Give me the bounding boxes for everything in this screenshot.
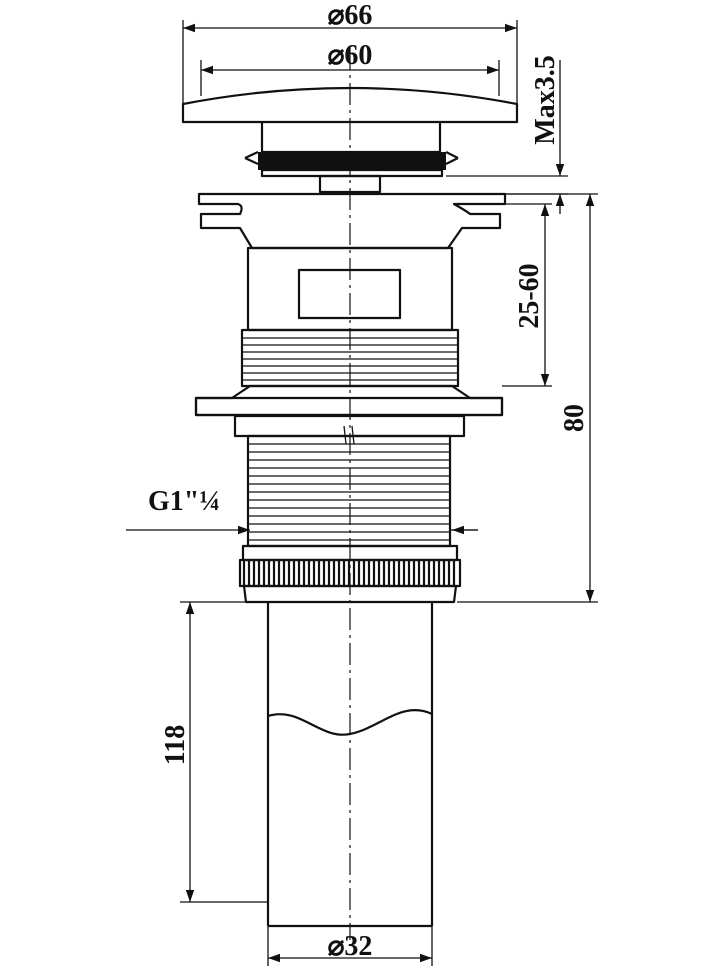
cap-button <box>181 86 519 124</box>
dim-max-3-5-label: Max3.5 <box>530 55 561 144</box>
dim-32: ⌀32 <box>267 926 433 966</box>
dim-66: ⌀66 <box>182 0 518 104</box>
thread-callout: G1"¼ <box>126 486 478 535</box>
dim-25-60-label: 25-60 <box>514 263 545 328</box>
cap-stem <box>260 122 442 154</box>
dim-60: ⌀60 <box>200 40 500 96</box>
dim-max-3-5: Max3.5 <box>446 55 568 214</box>
dim-66-label: ⌀66 <box>328 0 373 31</box>
thread-callout-label: G1"¼ <box>148 486 220 517</box>
dim-80: 80 <box>457 193 598 603</box>
dim-25-60: 25-60 <box>502 203 552 387</box>
dim-118: 118 <box>160 601 268 903</box>
seal-ring <box>244 151 459 178</box>
locknut-flange <box>194 384 504 417</box>
lower-thread <box>246 434 452 548</box>
dim-118-label: 118 <box>160 725 191 765</box>
dim-32-label: ⌀32 <box>328 931 373 962</box>
upper-flange <box>197 192 507 250</box>
dim-80-label: 80 <box>559 404 590 432</box>
dim-60-label: ⌀60 <box>328 40 373 71</box>
